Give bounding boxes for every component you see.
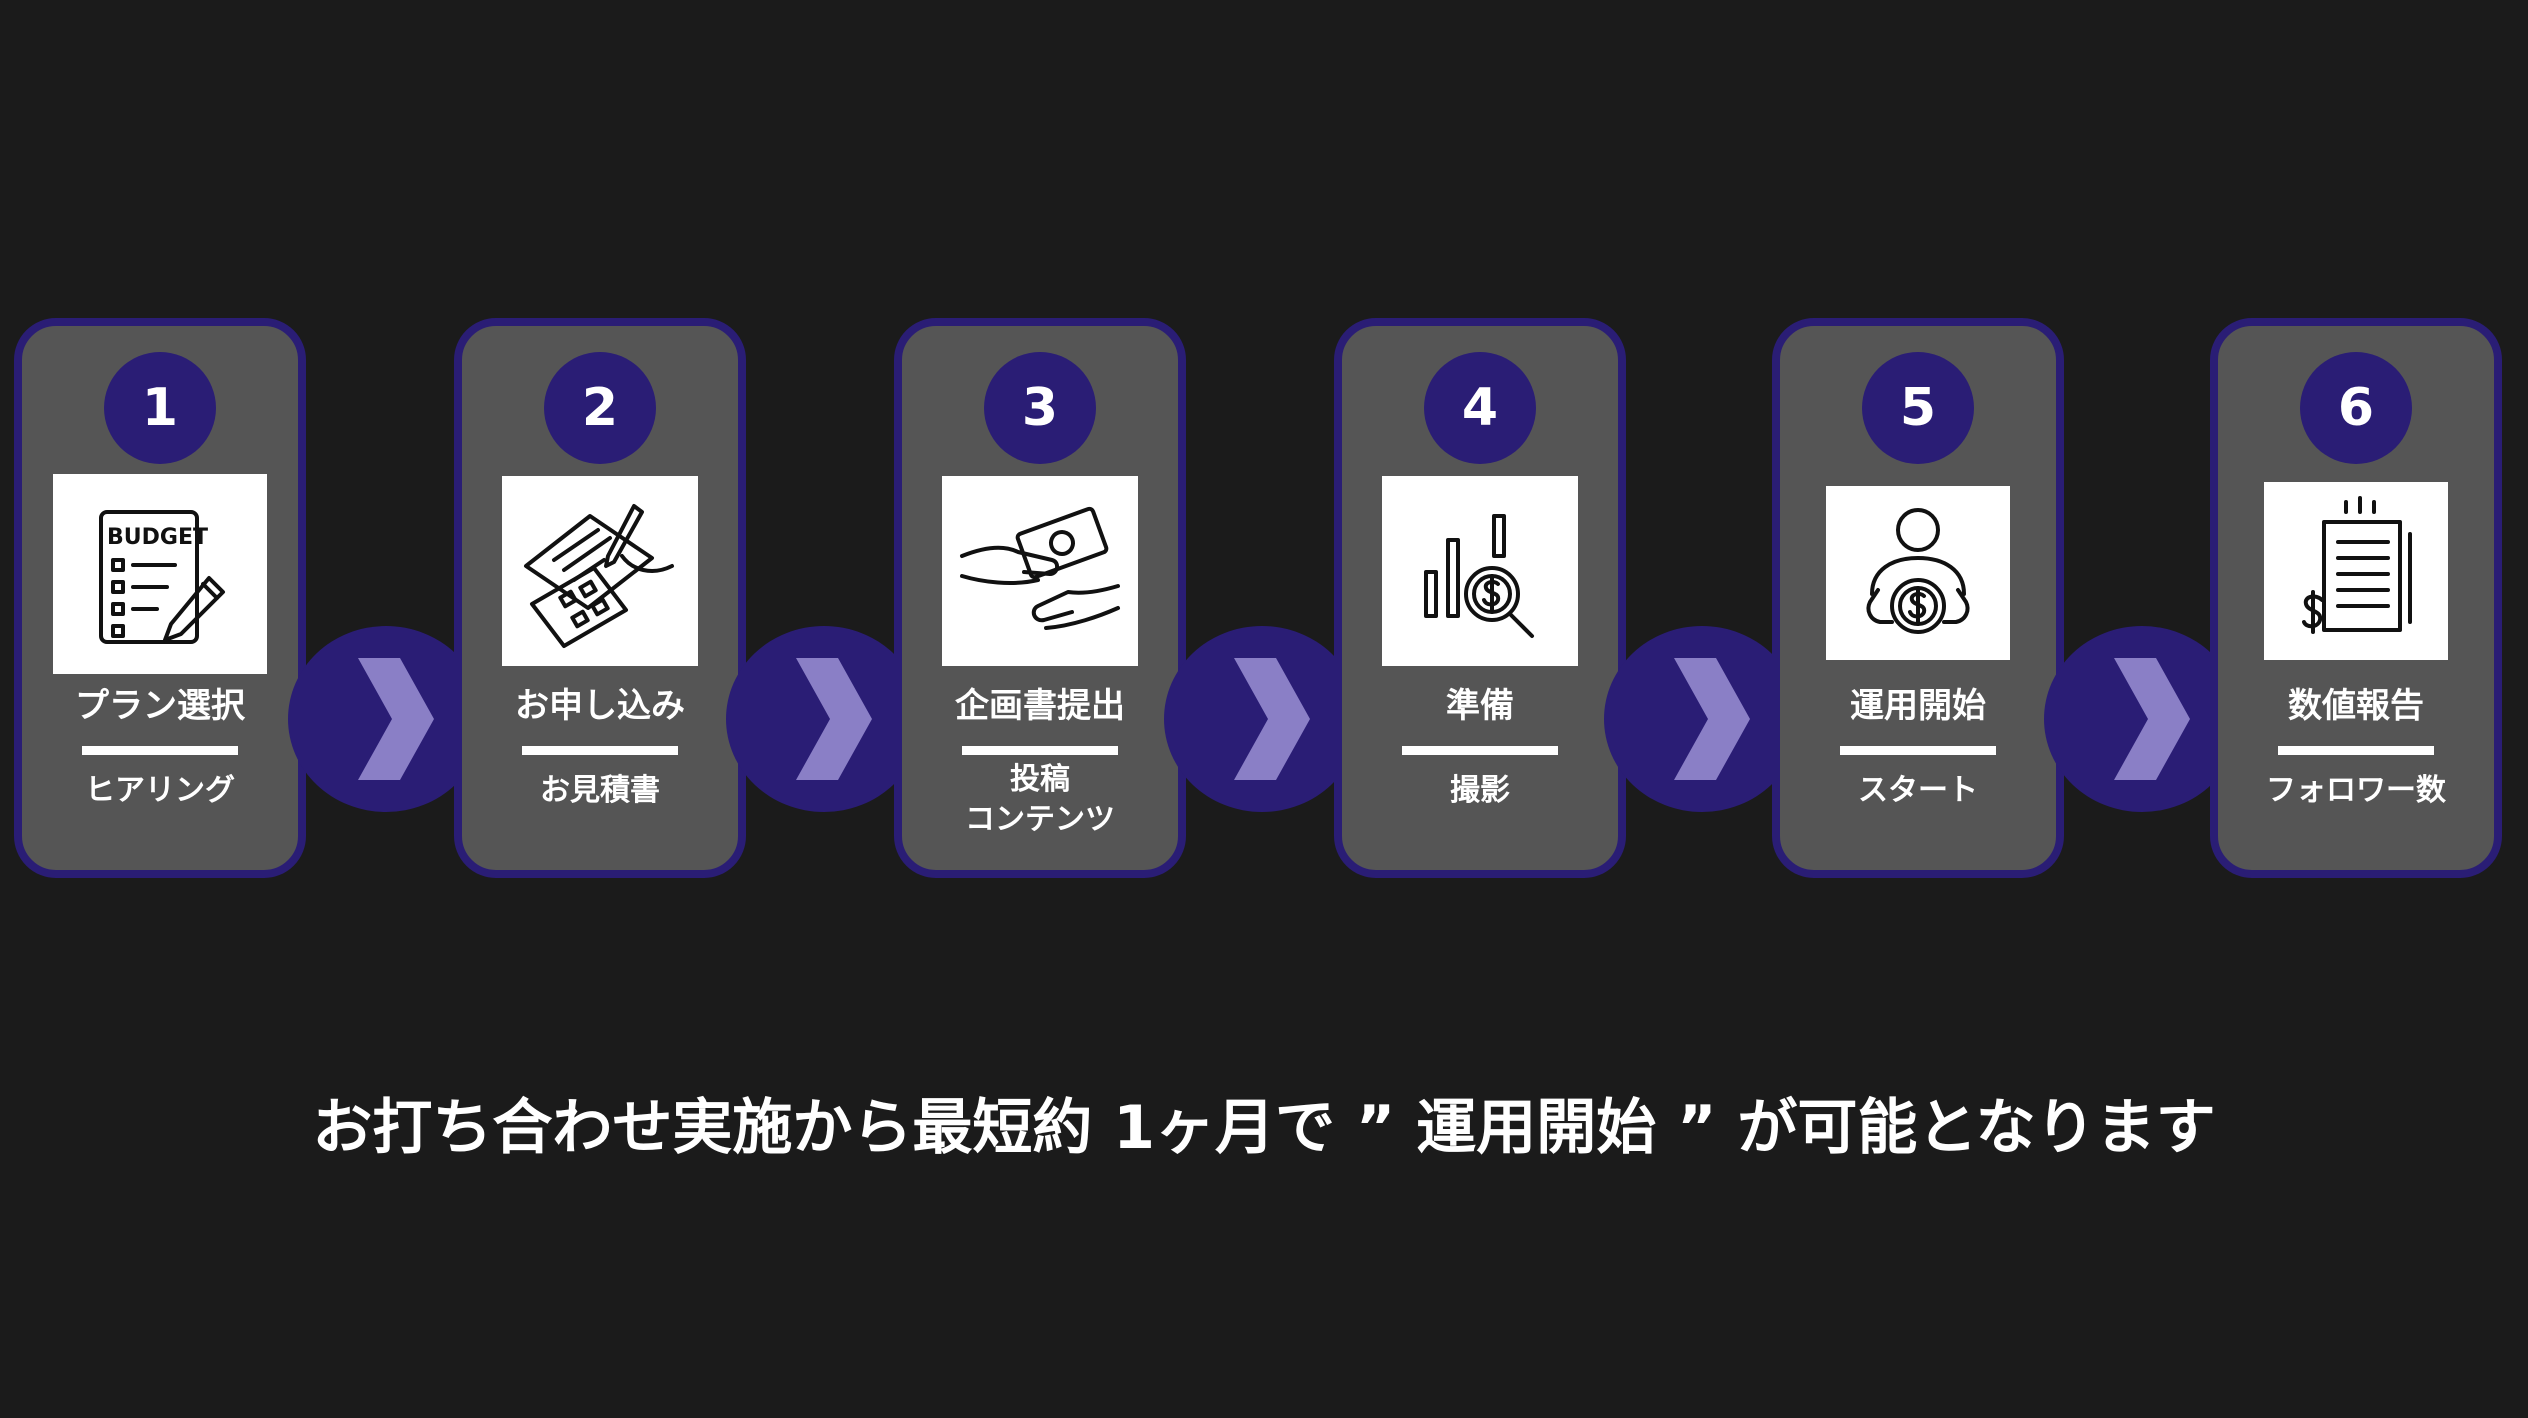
step-title: 企画書提出 [955,686,1125,726]
step-title: 数値報告 [2288,686,2424,726]
signing-document-calculator-icon [502,476,698,666]
svg-text:BUDGET: BUDGET [107,525,208,550]
step-card-3: 3 企画書提出 投稿 コンテンツ [894,318,1186,878]
hand-payment-money-icon [942,476,1138,666]
step-card-6: 6 数値報告 フォロワー数 [2210,318,2502,878]
chevron-right-icon [2044,626,2240,812]
divider [82,746,238,755]
step-subtitle: 撮影 [1450,773,1510,808]
divider [1402,746,1558,755]
step-title: お申し込み [515,686,685,726]
step-title: プラン選択 [75,686,245,726]
chevron-right-icon [1164,626,1360,812]
step-card-2: 2 お申し込み お見積書 [454,318,746,878]
divider [1840,746,1996,755]
step-number-badge: 2 [544,352,656,464]
step-subtitle: フォロワー数 [2266,773,2446,808]
step-number-badge: 3 [984,352,1096,464]
step-number-badge: 5 [1862,352,1974,464]
chevron-right-icon [288,626,484,812]
step-subtitle: お見積書 [540,773,660,808]
summary-caption: お打ち合わせ実施から最短約 1ヶ月で ” 運用開始 ” が可能となります [312,1093,2216,1163]
step-title: 運用開始 [1850,686,1986,726]
budget-checklist-icon: BUDGET [53,474,267,674]
step-title: 準備 [1446,686,1514,726]
step-subtitle: ヒアリング [85,773,235,808]
step-number-badge: 4 [1424,352,1536,464]
person-holding-coin-icon [1826,486,2010,660]
step-card-4: 4 準備 撮影 [1334,318,1626,878]
step-number-badge: 6 [2300,352,2412,464]
chart-magnifier-dollar-icon [1382,476,1578,666]
receipt-report-icon [2264,482,2448,660]
step-card-5: 5 運用開始 スタート [1772,318,2064,878]
step-subtitle: スタート [1858,773,1978,808]
divider [962,746,1118,755]
step-number-badge: 1 [104,352,216,464]
chevron-right-icon [726,626,922,812]
divider [522,746,678,755]
step-card-1: 1 BUDGET プラン選択 ヒアリング [14,318,306,878]
step-subtitle: 投稿 コンテンツ [965,762,1115,837]
divider [2278,746,2434,755]
chevron-right-icon [1604,626,1800,812]
